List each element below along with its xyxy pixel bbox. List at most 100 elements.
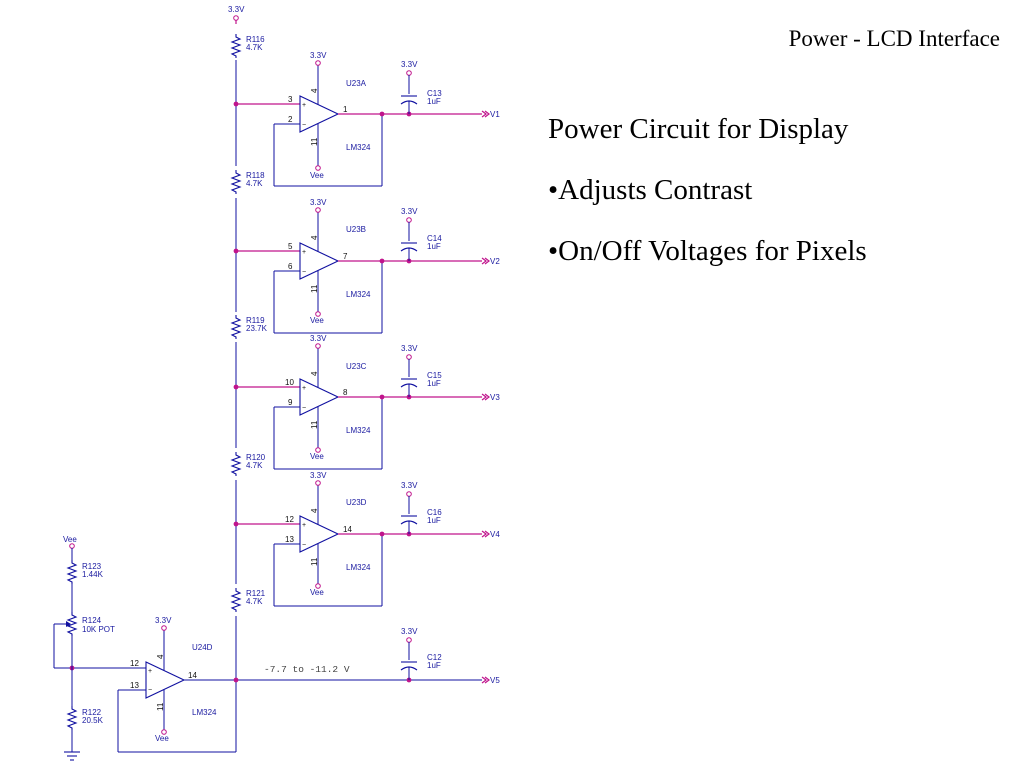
opamp-stage-u23a: + − 3 2 1 3.3V 4 11 Vee U23A LM324 3.3V … (233, 51, 500, 187)
bullet-item: •On/Off Voltages for Pixels (548, 235, 867, 267)
resistor-value: 4.7K (246, 597, 263, 606)
slide-title: Power - LCD Interface (788, 26, 1000, 51)
svg-text:−: − (302, 405, 306, 412)
cap-ref: C12 (427, 653, 442, 662)
cap-supply-label: 3.3V (401, 344, 418, 353)
svg-text:+: + (148, 668, 152, 675)
pin-vcc: 4 (310, 88, 319, 93)
ladder-resistor: R116 4.7K (231, 33, 265, 59)
opamp-part: LM324 (346, 290, 371, 299)
cap-value: 1uF (427, 516, 441, 525)
resistor-ref: R119 (246, 316, 265, 325)
resistor-value: 23.7K (246, 324, 268, 333)
pin-out: 8 (343, 388, 348, 397)
opamp-part: LM324 (346, 143, 371, 152)
cap-ref: C16 (427, 508, 442, 517)
contrast-resistor: R123 1.44K (67, 559, 104, 585)
opamp-part: LM324 (346, 563, 371, 572)
opamp-ref: U23C (346, 362, 367, 371)
resistor-ref: R120 (246, 453, 266, 462)
opamp-stage-u23b: + − 5 6 7 3.3V 4 11 Vee U23B LM324 3.3V … (233, 198, 500, 334)
svg-text:+: + (302, 385, 306, 392)
opamp-part: LM324 (346, 426, 371, 435)
opamp-supply-label: 3.3V (310, 471, 327, 480)
pin-plus: 12 (285, 515, 294, 524)
pin-out: 7 (343, 252, 348, 261)
resistor-value: 4.7K (246, 43, 263, 52)
cap-value: 1uF (427, 242, 441, 251)
cap-value: 1uF (427, 661, 441, 670)
pin-plus: 3 (288, 95, 293, 104)
resistor-ref: R123 (82, 562, 102, 571)
opamp-stage-u23d: + − 12 13 14 3.3V 4 11 Vee U23D LM324 3.… (233, 471, 500, 607)
cap-supply-label: 3.3V (401, 481, 418, 490)
contrast-resistor: R122 20.5K (67, 705, 104, 731)
opamp-vee-label: Vee (310, 316, 324, 325)
slide-heading: Power Circuit for Display (548, 113, 849, 145)
svg-text:+: + (302, 522, 306, 529)
pin-out: 14 (188, 671, 197, 680)
resistor-ref: R122 (82, 708, 102, 717)
opamp-stage-u23c: + − 10 9 8 3.3V 4 11 Vee U23C LM324 3.3V… (233, 334, 500, 470)
pin-out: 1 (343, 105, 348, 114)
opamp-supply-label: 3.3V (310, 198, 327, 207)
pin-plus: 5 (288, 242, 293, 251)
pin-minus: 2 (288, 115, 293, 124)
pin-vcc: 4 (310, 235, 319, 240)
opamp-vee-label: Vee (310, 588, 324, 597)
pin-vee: 11 (310, 420, 319, 429)
resistor-ref: R121 (246, 589, 266, 598)
slide-text-block: Power Circuit for Display •Adjusts Contr… (548, 112, 867, 295)
cap-ref: C14 (427, 234, 442, 243)
pin-vcc: 4 (310, 508, 319, 513)
cap-supply-label: 3.3V (401, 207, 418, 216)
cap-supply-label: 3.3V (401, 60, 418, 69)
supply-top-label: 3.3V (228, 5, 245, 14)
contrast-opamp-vee-label: Vee (155, 734, 169, 743)
pin-vee: 11 (310, 137, 319, 146)
net-label: V1 (490, 110, 500, 119)
pin-out: 14 (343, 525, 352, 534)
svg-text:−: − (148, 687, 152, 694)
cap-supply-label: 3.3V (401, 627, 418, 636)
opamp-ref: U23B (346, 225, 366, 234)
resistor-value: 4.7K (246, 179, 263, 188)
svg-text:+: + (302, 249, 306, 256)
pin-minus: 6 (288, 262, 293, 271)
supply-top: 3.3V (228, 5, 245, 21)
opamp-supply-label: 3.3V (310, 51, 327, 60)
cap-ref: C13 (427, 89, 442, 98)
svg-text:−: − (302, 269, 306, 276)
resistor-ref: R116 (246, 35, 265, 44)
opamp-ref: U24D (192, 643, 213, 652)
net-label: V3 (490, 393, 500, 402)
opamp-vee-label: Vee (310, 452, 324, 461)
pin-minus: 13 (130, 681, 139, 690)
ground-icon (64, 751, 80, 761)
opamp-ref: U23A (346, 79, 367, 88)
resistor-value: 20.5K (82, 716, 104, 725)
cap-ref: C15 (427, 371, 442, 380)
pin-vcc: 4 (156, 654, 165, 659)
voltage-range-label: -7.7 to -11.2 V (264, 664, 350, 675)
ladder-resistor: R120 4.7K (231, 451, 266, 477)
pin-plus: 12 (130, 659, 139, 668)
resistor-ref: R124 (82, 616, 102, 625)
potentiometer: R124 10K POT (67, 611, 115, 637)
opamp-vee-label: Vee (310, 171, 324, 180)
resistor-value: 4.7K (246, 461, 263, 470)
svg-text:+: + (302, 102, 306, 109)
ladder-resistor: R121 4.7K (231, 587, 266, 613)
pin-minus: 9 (288, 398, 293, 407)
cap-value: 1uF (427, 379, 441, 388)
net-label: V5 (490, 676, 500, 685)
contrast-supply-label: 3.3V (155, 616, 172, 625)
ladder-resistor: R118 4.7K (231, 169, 265, 195)
contrast-vee-label: Vee (63, 535, 77, 544)
net-label: V4 (490, 530, 500, 539)
resistor-value: 10K POT (82, 625, 115, 634)
cap-value: 1uF (427, 97, 441, 106)
opamp-supply-label: 3.3V (310, 334, 327, 343)
ladder-resistor: R119 23.7K (231, 314, 268, 340)
